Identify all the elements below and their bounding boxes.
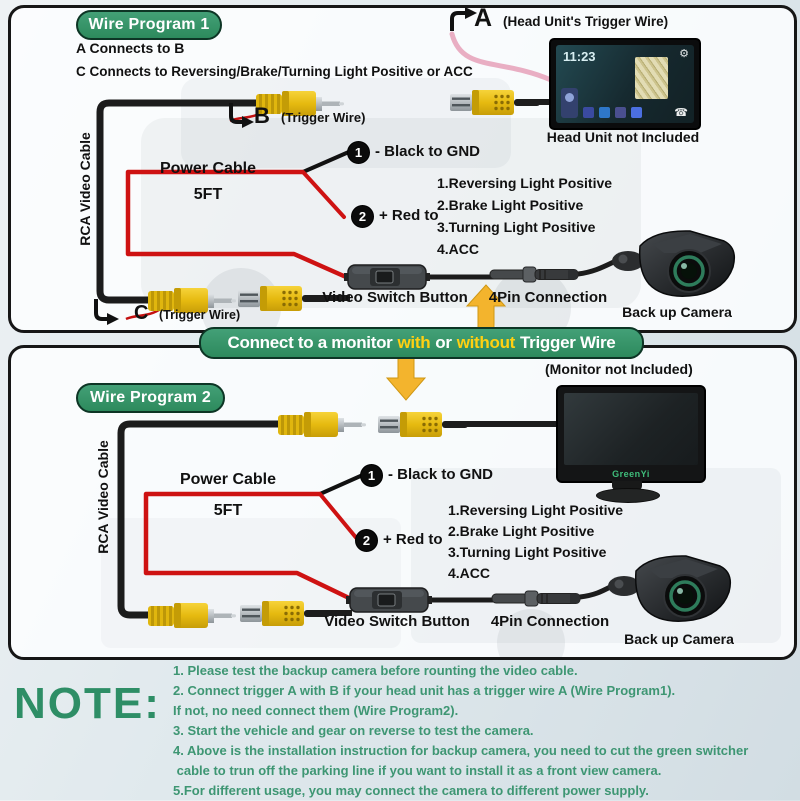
trigger-a-label: (Head Unit's Trigger Wire) (503, 14, 669, 29)
banner-text: Connect to a monitor (227, 333, 393, 352)
note-line: If not, no need connect them (Wire Progr… (173, 703, 459, 718)
wire2-badge: 2 (355, 529, 378, 552)
target-item: 1.Reversing Light Positive (437, 175, 613, 191)
banner-text: or (435, 333, 452, 352)
head-unit-clock: 11:23 (563, 49, 596, 64)
red-wire-targets: 1.Reversing Light Positive 2.Brake Light… (437, 172, 612, 260)
rule-c-text: C Connects to Reversing/Brake/Turning Li… (76, 64, 473, 79)
note-line: 2. Connect trigger A with B if your head… (173, 683, 676, 698)
wire1-badge: 1 (347, 141, 370, 164)
power-cable-length: 5FT (213, 502, 243, 519)
camera-label: Back up Camera (622, 304, 732, 320)
banner-highlight-without: without (456, 333, 516, 352)
monitor-screen (564, 393, 698, 465)
trigger-c-letter: C (134, 302, 149, 324)
bluetooth-icon (615, 107, 626, 118)
note-list: 1. Please test the backup camera before … (173, 661, 748, 801)
gear-icon: ⚙ (679, 48, 689, 60)
wire1-number: 1 (367, 468, 376, 483)
banner-highlight-with: with (397, 333, 431, 352)
radio-icon (583, 107, 594, 118)
video-switch-label: Video Switch Button (322, 289, 468, 306)
wire-program-2-title: Wire Program 2 (76, 383, 225, 413)
note-line: 3. Start the vehicle and gear on reverse… (173, 723, 534, 738)
monitor-stand-neck (612, 481, 642, 490)
rca-video-cable-label: RCA Video Cable (77, 132, 93, 246)
phone-icon: ☎ (674, 107, 688, 119)
camera-label: Back up Camera (624, 631, 734, 647)
banner-text: Trigger Wire (520, 333, 616, 352)
trigger-c-label: (Trigger Wire) (159, 308, 241, 322)
head-unit-caption: Head Unit not Included (546, 129, 700, 145)
target-item: 1.Reversing Light Positive (448, 502, 624, 518)
head-unit-image: 11:23 ⚙ ☎ (549, 38, 701, 130)
wire2-number: 2 (362, 533, 371, 548)
target-item: 2.Brake Light Positive (437, 197, 584, 213)
wire-program-2-title-text: Wire Program 2 (90, 389, 211, 406)
note-line: 4. Above is the installation instruction… (173, 743, 749, 758)
red-wire-targets: 1.Reversing Light Positive 2.Brake Light… (448, 500, 623, 584)
rule-a-text: A Connects to B (76, 40, 185, 56)
monitor-stand-base (596, 488, 660, 503)
target-item: 3.Turning Light Positive (448, 544, 607, 560)
wire1-label: - Black to GND (375, 143, 481, 160)
note-line: 5.For different usage, you may connect t… (173, 783, 649, 798)
wire2-label: + Red to (383, 531, 443, 548)
trigger-b-label: (Trigger Wire) (281, 110, 366, 125)
wire-program-1-title: Wire Program 1 (76, 10, 222, 40)
carplay-icon (631, 107, 642, 118)
rca-video-cable-label: RCA Video Cable (95, 440, 111, 554)
note-line: 1. Please test the backup camera before … (173, 663, 578, 678)
wire1-badge: 1 (360, 464, 383, 487)
wire1-number: 1 (354, 145, 363, 160)
wire1-label: - Black to GND (388, 466, 494, 483)
target-item: 2.Brake Light Positive (448, 523, 595, 539)
monitor-caption: (Monitor not Included) (545, 361, 693, 377)
note-heading: NOTE: (14, 679, 161, 728)
media-icon (599, 107, 610, 118)
head-unit-icon-row (583, 107, 642, 118)
album-art (635, 57, 668, 99)
monitor-image: GreenYi (556, 385, 706, 483)
monitor-brand: GreenYi (612, 469, 650, 479)
four-pin-label: 4Pin Connection (488, 289, 608, 306)
video-switch-label: Video Switch Button (324, 613, 470, 630)
wire2-label: + Red to (379, 207, 439, 224)
head-unit-screen: 11:23 ⚙ ☎ (556, 45, 694, 123)
four-pin-label: 4Pin Connection (490, 613, 610, 630)
trigger-b-letter: B (254, 103, 270, 128)
target-item: 4.ACC (448, 565, 491, 581)
wire2-badge: 2 (351, 205, 374, 228)
power-cable-label: Power Cable (179, 471, 277, 488)
target-item: 3.Turning Light Positive (437, 219, 596, 235)
target-item: 4.ACC (437, 241, 480, 257)
monitor-banner: Connect to a monitor with or without Tri… (199, 327, 644, 359)
trigger-a-letter: A (474, 4, 493, 32)
wire-program-1-title-text: Wire Program 1 (88, 16, 210, 33)
wire2-number: 2 (358, 209, 367, 224)
note-line: cable to trun off the parking line if yo… (173, 763, 662, 778)
power-cable-length: 5FT (193, 186, 223, 203)
power-cable-label: Power Cable (159, 160, 257, 177)
smartphone-app-tile (561, 88, 578, 118)
